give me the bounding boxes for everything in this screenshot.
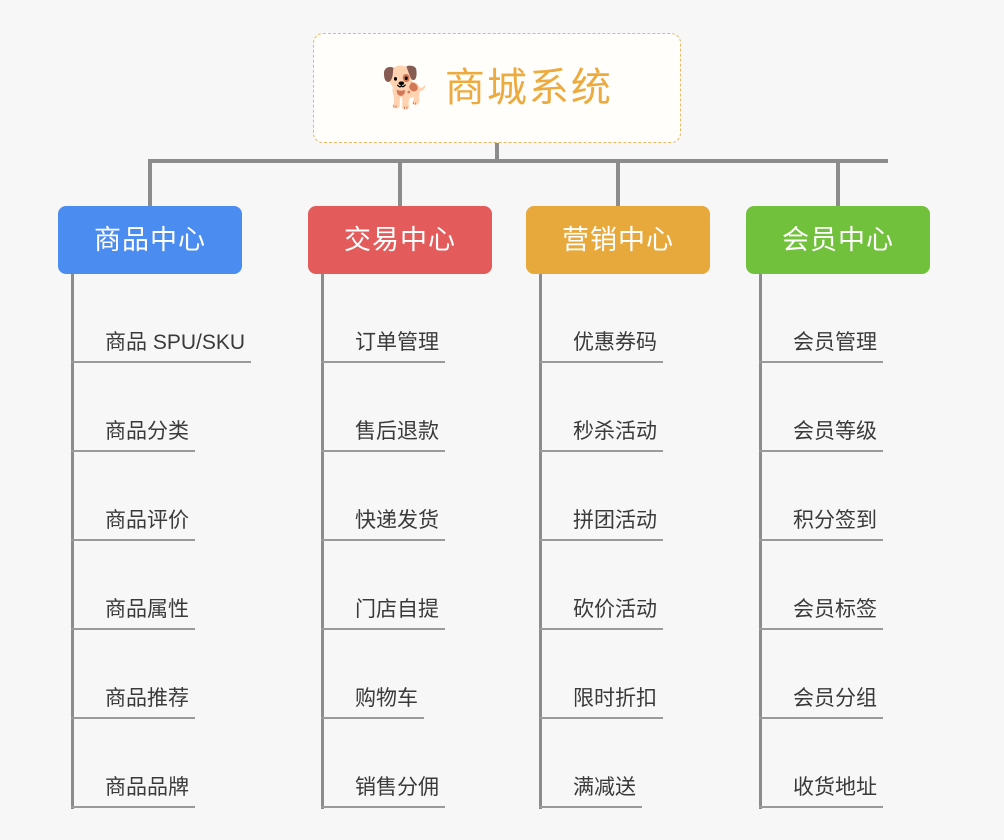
root-node[interactable]: 🐕 商城系统 bbox=[313, 33, 681, 143]
list-item-label: 砍价活动 bbox=[573, 599, 663, 630]
leaf-stub bbox=[321, 450, 355, 452]
list-item[interactable]: 商品属性 bbox=[71, 541, 301, 630]
leaf-list-1: 商品 SPU/SKU 商品分类 商品评价 商品属性 商品推荐 商品品牌 bbox=[71, 274, 301, 809]
list-item[interactable]: 拼团活动 bbox=[539, 452, 769, 541]
leaf-stub bbox=[539, 717, 573, 719]
branch-drop-connector bbox=[616, 159, 620, 206]
list-item-label: 售后退款 bbox=[355, 421, 445, 452]
branch-drop-connector bbox=[836, 159, 840, 206]
list-item[interactable]: 商品 SPU/SKU bbox=[71, 274, 301, 363]
leaf-stub bbox=[759, 628, 793, 630]
leaf-stub bbox=[321, 628, 355, 630]
list-item-label: 快递发货 bbox=[355, 510, 445, 541]
category-header-4[interactable]: 会员中心 bbox=[746, 206, 930, 274]
leaf-stub bbox=[71, 450, 105, 452]
leaf-stub bbox=[759, 361, 793, 363]
list-item[interactable]: 限时折扣 bbox=[539, 630, 769, 719]
branch-drop-connector bbox=[148, 159, 152, 206]
leaf-stub bbox=[759, 717, 793, 719]
leaf-stub bbox=[539, 628, 573, 630]
list-item-label: 秒杀活动 bbox=[573, 421, 663, 452]
list-item-label: 销售分佣 bbox=[355, 777, 445, 808]
root-stem-connector bbox=[495, 143, 499, 162]
leaf-stub bbox=[71, 539, 105, 541]
list-item-label: 会员标签 bbox=[793, 599, 883, 630]
list-item-label: 拼团活动 bbox=[573, 510, 663, 541]
list-item[interactable]: 快递发货 bbox=[321, 452, 551, 541]
leaf-stub bbox=[321, 361, 355, 363]
list-item-label: 商品推荐 bbox=[105, 688, 195, 719]
leaf-stub bbox=[539, 539, 573, 541]
leaf-stub bbox=[71, 361, 105, 363]
list-item[interactable]: 门店自提 bbox=[321, 541, 551, 630]
category-header-label: 商品中心 bbox=[94, 224, 206, 255]
list-item-label: 订单管理 bbox=[355, 332, 445, 363]
list-item[interactable]: 砍价活动 bbox=[539, 541, 769, 630]
leaf-stub bbox=[71, 806, 105, 808]
leaf-spine bbox=[759, 274, 762, 809]
shiba-dog-face-icon: 🐕 bbox=[381, 66, 431, 110]
leaf-spine bbox=[71, 274, 74, 809]
list-item-label: 商品品牌 bbox=[105, 777, 195, 808]
root-title: 商城系统 bbox=[444, 66, 613, 110]
list-item[interactable]: 商品推荐 bbox=[71, 630, 301, 719]
list-item-label: 会员等级 bbox=[793, 421, 883, 452]
leaf-stub bbox=[539, 361, 573, 363]
leaf-stub bbox=[71, 628, 105, 630]
category-header-2[interactable]: 交易中心 bbox=[308, 206, 492, 274]
list-item[interactable]: 秒杀活动 bbox=[539, 363, 769, 452]
list-item-label: 商品评价 bbox=[105, 510, 195, 541]
list-item[interactable]: 商品评价 bbox=[71, 452, 301, 541]
list-item-label: 商品属性 bbox=[105, 599, 195, 630]
list-item-label: 满减送 bbox=[573, 777, 642, 808]
leaf-stub bbox=[759, 539, 793, 541]
list-item-label: 优惠券码 bbox=[573, 332, 663, 363]
leaf-stub bbox=[321, 539, 355, 541]
leaf-spine bbox=[539, 274, 542, 809]
list-item[interactable]: 满减送 bbox=[539, 719, 769, 808]
category-header-label: 交易中心 bbox=[344, 224, 456, 255]
leaf-list-4: 会员管理 会员等级 积分签到 会员标签 会员分组 收货地址 bbox=[759, 274, 989, 809]
list-item[interactable]: 销售分佣 bbox=[321, 719, 551, 808]
leaf-stub bbox=[539, 450, 573, 452]
list-item[interactable]: 商品品牌 bbox=[71, 719, 301, 808]
list-item-label: 积分签到 bbox=[793, 510, 883, 541]
list-item-label: 商品分类 bbox=[105, 421, 195, 452]
list-item-label: 会员分组 bbox=[793, 688, 883, 719]
list-item[interactable]: 会员等级 bbox=[759, 363, 989, 452]
category-header-label: 营销中心 bbox=[562, 224, 674, 255]
leaf-stub bbox=[759, 806, 793, 808]
leaf-stub bbox=[759, 450, 793, 452]
leaf-spine bbox=[321, 274, 324, 809]
category-header-1[interactable]: 商品中心 bbox=[58, 206, 242, 274]
list-item-label: 会员管理 bbox=[793, 332, 883, 363]
horizontal-bus-connector bbox=[150, 159, 888, 163]
list-item-label: 购物车 bbox=[355, 688, 424, 719]
list-item-label: 收货地址 bbox=[793, 777, 883, 808]
list-item[interactable]: 优惠券码 bbox=[539, 274, 769, 363]
list-item[interactable]: 售后退款 bbox=[321, 363, 551, 452]
leaf-stub bbox=[321, 717, 355, 719]
branch-drop-connector bbox=[398, 159, 402, 206]
leaf-list-2: 订单管理 售后退款 快递发货 门店自提 购物车 销售分佣 bbox=[321, 274, 551, 809]
list-item[interactable]: 收货地址 bbox=[759, 719, 989, 808]
list-item[interactable]: 积分签到 bbox=[759, 452, 989, 541]
category-header-label: 会员中心 bbox=[782, 224, 894, 255]
list-item[interactable]: 商品分类 bbox=[71, 363, 301, 452]
category-header-3[interactable]: 营销中心 bbox=[526, 206, 710, 274]
list-item[interactable]: 会员标签 bbox=[759, 541, 989, 630]
list-item-label: 限时折扣 bbox=[573, 688, 663, 719]
leaf-stub bbox=[539, 806, 573, 808]
leaf-list-3: 优惠券码 秒杀活动 拼团活动 砍价活动 限时折扣 满减送 bbox=[539, 274, 769, 809]
list-item-label: 商品 SPU/SKU bbox=[105, 332, 252, 363]
list-item[interactable]: 订单管理 bbox=[321, 274, 551, 363]
list-item[interactable]: 购物车 bbox=[321, 630, 551, 719]
list-item[interactable]: 会员分组 bbox=[759, 630, 989, 719]
list-item-label: 门店自提 bbox=[355, 599, 445, 630]
leaf-stub bbox=[71, 717, 105, 719]
list-item[interactable]: 会员管理 bbox=[759, 274, 989, 363]
leaf-stub bbox=[321, 806, 355, 808]
